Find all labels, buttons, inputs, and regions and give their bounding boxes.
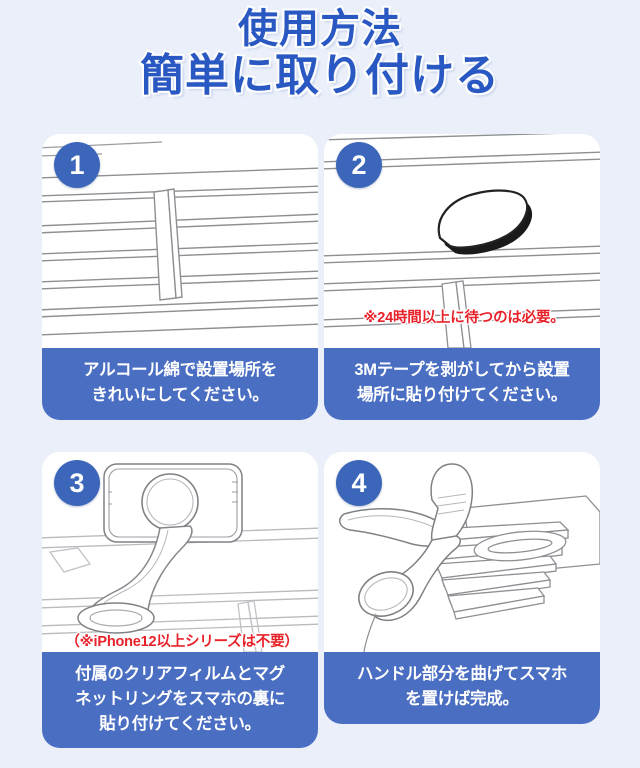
step-badge-4: 4 — [336, 460, 382, 506]
step-caption-2: 3Mテープを剥がしてから設置 場所に貼り付けてください。 — [324, 348, 600, 420]
step-caption-4: ハンドル部分を曲げてスマホ を置けば完成。 — [324, 652, 600, 724]
handle-bent-over-vent-fins-icon — [324, 452, 600, 652]
caption-line: きれいにしてください。 — [91, 385, 269, 404]
step-caption-1: アルコール綿で設置場所を きれいにしてください。 — [42, 348, 318, 420]
caption-line: を置けば完成。 — [405, 689, 519, 708]
page-title: 使用方法 簡単に取り付ける — [0, 5, 640, 102]
steps-grid: 1 アルコール綿で設置場所を きれいにしてください。 — [42, 134, 600, 749]
step-badge-3: 3 — [54, 460, 100, 506]
caption-line: 付属のクリアフィルムとマグ — [75, 665, 285, 683]
caption-line: 場所に貼り付けてください。 — [356, 385, 568, 404]
title-line-2: 簡単に取り付ける — [138, 49, 501, 102]
caption-line: 3Mテープを剥がしてから設置 — [354, 361, 570, 379]
caption-line: 貼り付けてください。 — [99, 714, 261, 733]
step-panel-2: 2 ※24時間以上に待つのは必要。 3Mテープを剥がしてから設置 場所に貼り付け… — [324, 134, 600, 420]
caption-line: アルコール綿で設置場所を — [83, 361, 277, 379]
caption-line: ネットリングをスマホの裏に — [74, 689, 286, 708]
step-panel-4: 4 ハンドル部分を曲げてスマホ を置けば完成。 — [324, 452, 600, 730]
step-note-2: ※24時間以上に待つのは必要。 — [363, 310, 565, 326]
caption-line: ハンドル部分を曲げてスマホ — [356, 665, 568, 683]
step-caption-3: 付属のクリアフィルムとマグ ネットリングをスマホの裏に 貼り付けてください。 — [42, 652, 318, 749]
step-panel-1: 1 アルコール綿で設置場所を きれいにしてください。 — [42, 134, 318, 420]
step-badge-1: 1 — [54, 142, 100, 188]
step-badge-2: 2 — [336, 142, 382, 188]
phone-on-magnetic-arm-icon — [42, 452, 318, 652]
step-3-illustration — [42, 452, 318, 652]
title-line-1: 使用方法 — [236, 5, 403, 53]
step-note-3: （※iPhone12以上シリーズは不要） — [65, 634, 299, 650]
step-panel-3: 3 （※iPhone12以上シリーズは不要） 付属のクリアフィルムとマグ ネット… — [42, 452, 318, 749]
